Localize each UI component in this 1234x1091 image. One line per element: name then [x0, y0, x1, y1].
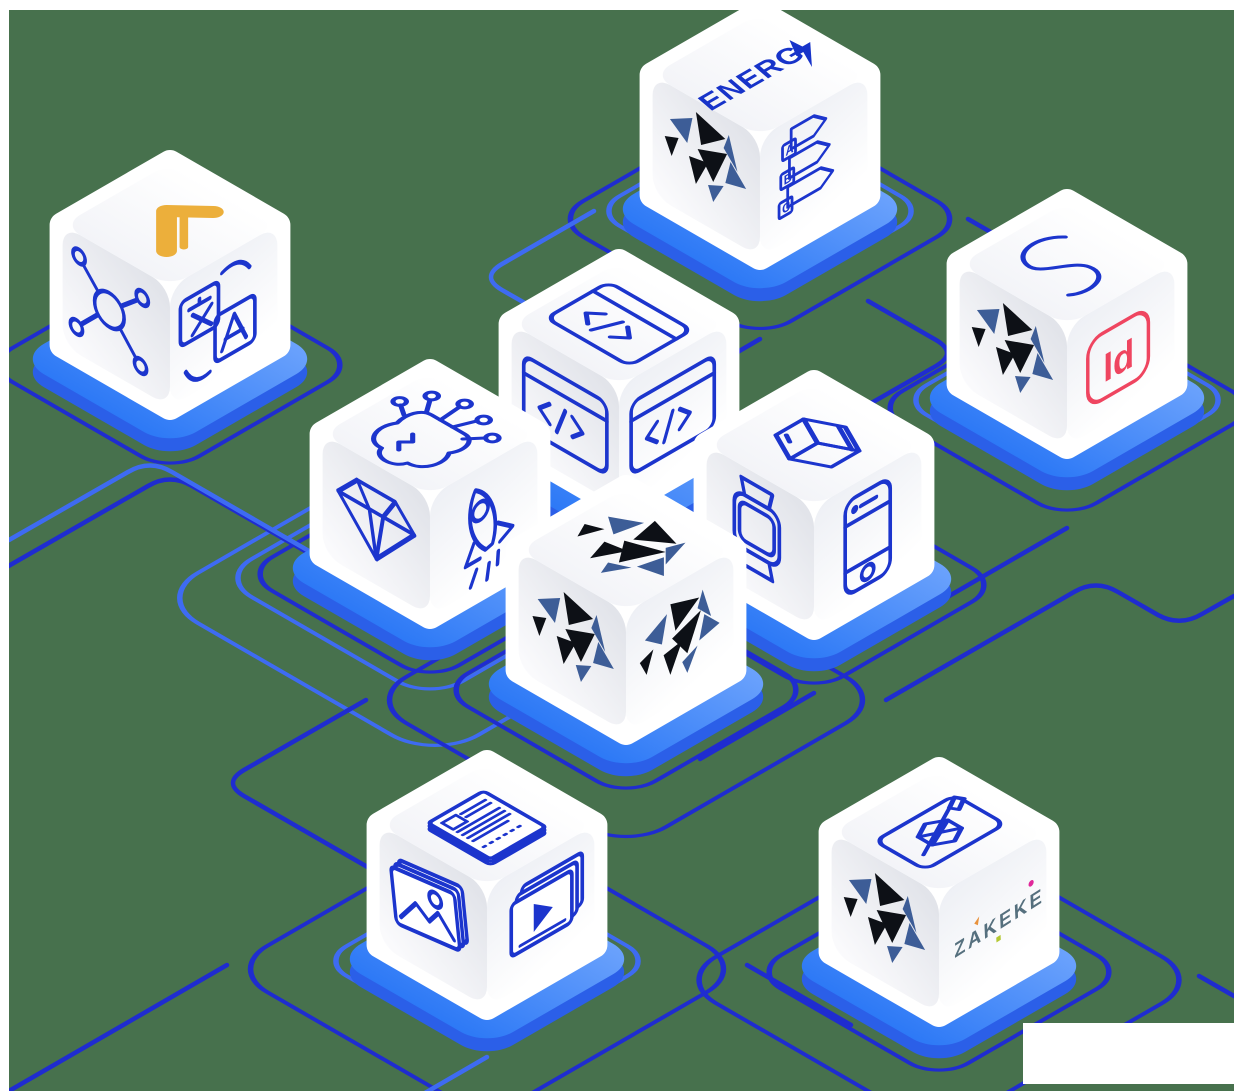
devices-cube: [693, 370, 935, 640]
energy-label-a: A: [786, 139, 795, 159]
wire-connector: [697, 690, 817, 762]
indesign-logo-icon: Id: [1086, 310, 1151, 405]
design-cube: Id: [946, 189, 1188, 459]
s-letter-logo-icon: [1020, 235, 1102, 297]
energy-label-c: C: [782, 197, 791, 217]
wire-connector: [6, 962, 230, 1091]
page-top-margin: [0, 0, 1234, 10]
cube-right-face: [1067, 271, 1175, 439]
photos-stack-icon: [389, 858, 469, 952]
rocket-icon: [463, 488, 515, 590]
cube-top-face: [332, 377, 528, 491]
cube-right-face: [170, 232, 278, 400]
wire-connector: [927, 525, 1070, 610]
wordmark-accent-magenta: [1028, 879, 1034, 887]
videos-stack-icon: [509, 851, 585, 958]
wire-connector: [488, 208, 597, 326]
wordmark-accent-orange: [974, 916, 980, 926]
zakeke-cube: ZAKEKE: [818, 757, 1060, 1027]
smartwatch-icon: [732, 474, 782, 584]
documents-icon: [427, 790, 547, 866]
wire-connector: [883, 583, 1234, 703]
corner-white-block: [1023, 1023, 1234, 1084]
wire-connector: [6, 463, 383, 595]
cube-top-face: [969, 207, 1165, 321]
translate-icon: [178, 259, 257, 382]
energy-rating-icon: A B C: [777, 114, 835, 221]
wordmark-accent-lime: [996, 934, 1001, 943]
wire-connector: [423, 1054, 490, 1091]
ai-cube: [309, 359, 551, 629]
wire-ring: [247, 830, 727, 1091]
wire-connector: [744, 962, 854, 1028]
network-icon: [68, 246, 151, 377]
energy-label-b: B: [784, 169, 792, 189]
ar-tablet-icon: [877, 795, 1003, 869]
ai-brain-icon: [371, 390, 502, 469]
cube-right-face: [814, 452, 922, 620]
energy-cube: A B C ENERG: [639, 0, 881, 270]
package-box-icon: [773, 417, 862, 469]
diamond-icon: [336, 477, 417, 562]
wire-connector: [1196, 973, 1234, 999]
smartphone-icon: [843, 479, 893, 595]
page-left-margin: [0, 0, 9, 1091]
cube-right-face: [939, 839, 1047, 1007]
gold-arrow-logo-icon: [156, 204, 224, 258]
media-cube: [366, 750, 608, 1020]
translation-cube: [49, 150, 291, 420]
wire-connector: [230, 697, 433, 906]
brand-cube: [505, 475, 747, 745]
